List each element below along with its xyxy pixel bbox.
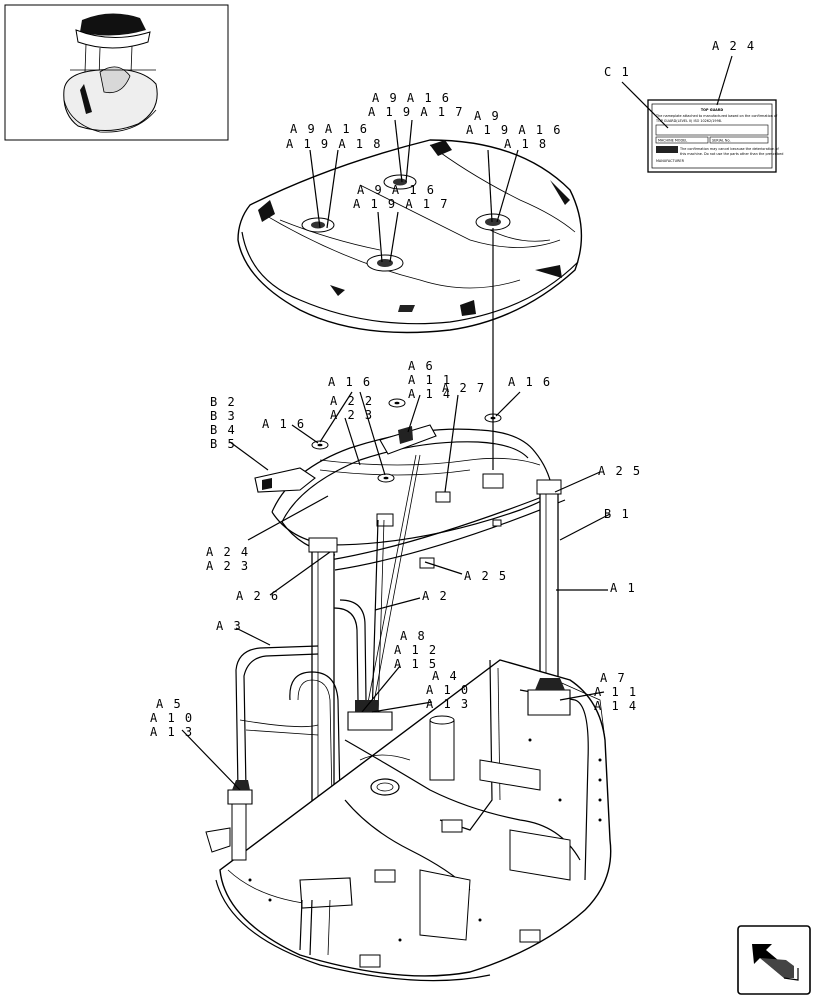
label-a22: A 2 2 — [330, 394, 374, 408]
cab-overview-thumbnail — [4, 4, 229, 141]
label-a24-left: A 2 4 — [206, 545, 250, 559]
plate-warning-2: this machine. Do not use the parts other… — [680, 152, 783, 156]
plate-machine-model: MACHINE MODEL — [658, 139, 687, 143]
label-c1: C 1 — [604, 65, 630, 79]
plate-line-2: TOP GUARD(LEVEL II) ISO 10262/1998. — [655, 119, 722, 123]
label-top-right-1: A 9 — [474, 109, 500, 123]
next-page-arrow-icon[interactable] — [737, 925, 811, 995]
label-a11-top: A 1 1 — [408, 373, 452, 387]
label-top-right-2: A 1 9 A 1 6 — [466, 123, 562, 137]
label-a23-top: A 2 3 — [330, 408, 374, 422]
label-b3: B 3 — [210, 409, 236, 423]
plate-maker: MANUFACTURER — [656, 159, 685, 163]
plate-warning-1: The confirmation may cancel because the … — [679, 147, 780, 151]
label-a1: A 1 — [610, 581, 636, 595]
arm-rails — [235, 599, 367, 801]
label-a8: A 8 — [400, 629, 426, 643]
label-a16-left: A 1 6 — [328, 375, 372, 389]
top-guard-cover — [237, 139, 583, 334]
plate-title: TOP GUARD — [701, 108, 724, 112]
label-a25-mid: A 2 5 — [464, 569, 508, 583]
label-top-mid-1: A 9 A 1 6 — [372, 91, 451, 105]
callout-leaders — [181, 55, 733, 791]
label-center-2: A 1 9 A 1 7 — [353, 197, 449, 211]
label-top-mid-2: A 1 9 A 1 7 — [368, 105, 464, 119]
label-b4: B 4 — [210, 423, 236, 437]
machine-base-frame — [205, 659, 612, 982]
label-a10-mid: A 1 0 — [426, 683, 470, 697]
callout-labels: A 2 4 C 1 A 9 A 1 6 A 1 9 A 1 8 A 9 A 1 … — [150, 39, 756, 739]
label-a15: A 1 5 — [394, 657, 438, 671]
label-b2: B 2 — [210, 395, 236, 409]
label-a7: A 7 — [600, 671, 626, 685]
label-a26: A 2 6 — [236, 589, 280, 603]
label-a16-small: A 1 6 — [262, 417, 306, 431]
plate-line-1: The nameplate attached to manufactured b… — [655, 114, 778, 118]
label-a12: A 1 2 — [394, 643, 438, 657]
label-a14-top: A 1 4 — [408, 387, 452, 401]
label-a16-right: A 1 6 — [508, 375, 552, 389]
label-a24: A 2 4 — [712, 39, 756, 53]
label-b1: B 1 — [604, 507, 630, 521]
label-top-left-2: A 1 9 A 1 8 — [286, 137, 382, 151]
label-a23-left: A 2 3 — [206, 559, 250, 573]
label-a10-left: A 1 0 — [150, 711, 194, 725]
top-guard-nameplate: TOP GUARD The nameplate attached to manu… — [647, 99, 783, 173]
label-a14-right: A 1 4 — [594, 699, 638, 713]
label-top-right-3: A 1 8 — [504, 137, 548, 151]
label-a13-left: A 1 3 — [150, 725, 194, 739]
label-a5: A 5 — [156, 697, 182, 711]
label-a25-right: A 2 5 — [598, 464, 642, 478]
label-top-left-1: A 9 A 1 6 — [290, 122, 369, 136]
label-a13-mid: A 1 3 — [426, 697, 470, 711]
label-a3: A 3 — [216, 619, 242, 633]
label-a11-right: A 1 1 — [594, 685, 638, 699]
label-a6: A 6 — [408, 359, 434, 373]
label-a27: A 2 7 — [442, 381, 486, 395]
label-b5: B 5 — [210, 437, 236, 451]
label-a2: A 2 — [422, 589, 448, 603]
plate-serial: SERIAL No. — [712, 139, 731, 143]
label-center-1: A 9 A 1 6 — [357, 183, 436, 197]
label-a4: A 4 — [432, 669, 458, 683]
